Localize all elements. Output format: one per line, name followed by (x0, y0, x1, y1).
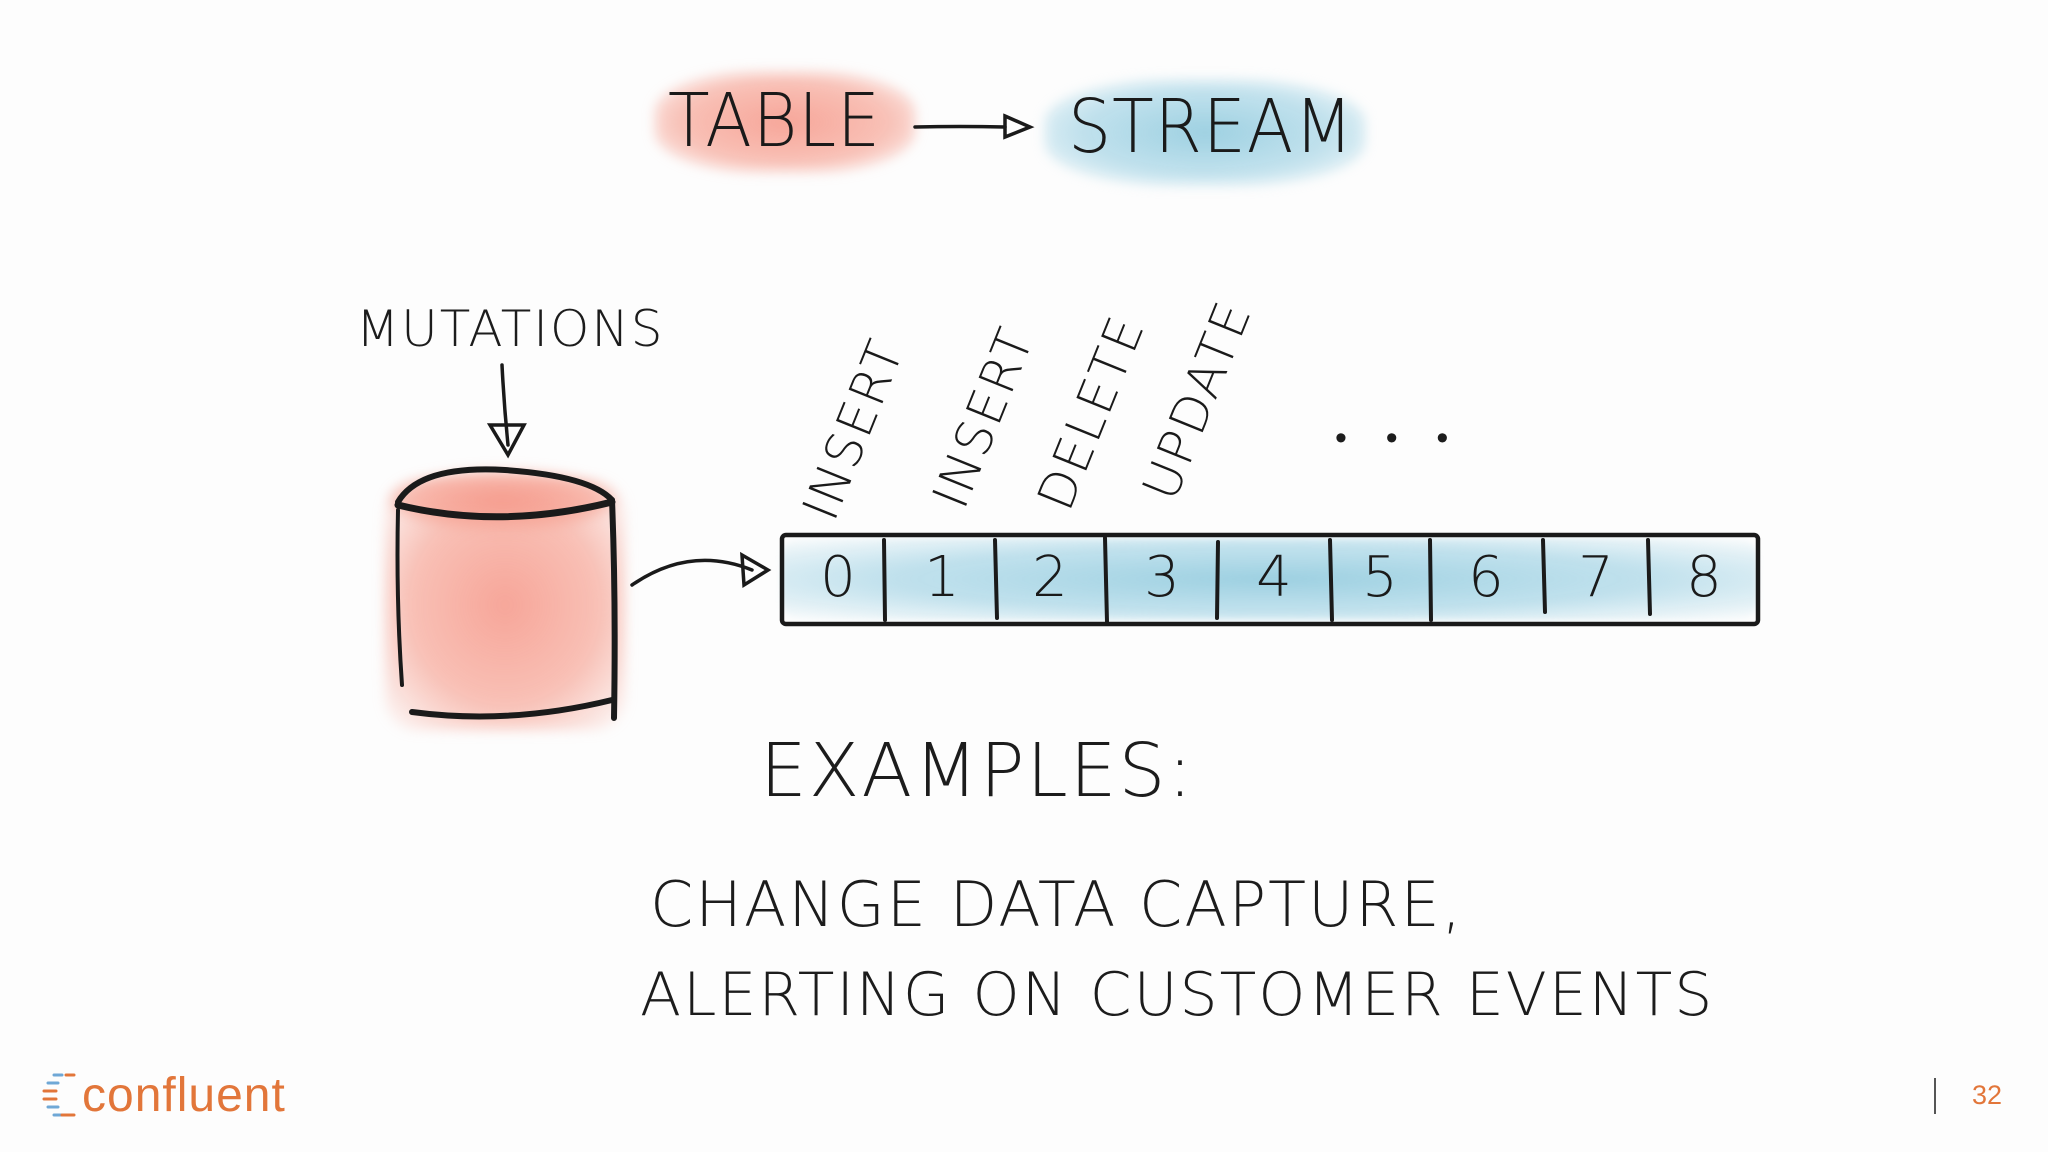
log-cell-5: 5 (1362, 545, 1398, 610)
confluent-logo-icon (40, 1067, 80, 1123)
log-cell-3: 3 (1144, 545, 1180, 610)
title-arrow (913, 113, 1035, 140)
log-cell-2: 2 (1032, 545, 1068, 610)
examples-heading: EXAMPLES: (760, 728, 1195, 814)
log-cell-4: 4 (1256, 545, 1292, 610)
mutations-label: MUTATIONS (356, 300, 665, 358)
log-box (779, 532, 1761, 627)
stream-highlight (1045, 80, 1365, 185)
examples-line-2: ALERTING ON CUSTOMER EVENTS (640, 960, 1715, 1030)
cylinder-to-log-arrow (630, 551, 772, 589)
title-table: TABLE (668, 78, 882, 164)
confluent-logo: confluent (40, 1065, 286, 1125)
page-number: 32 (1972, 1080, 2003, 1110)
log-fill (782, 538, 1757, 620)
log-cell-6: 6 (1468, 545, 1504, 610)
log-cell-8: 8 (1686, 545, 1722, 610)
log-cell-1: 1 (924, 545, 960, 610)
log-cell-0: 0 (820, 545, 856, 610)
table-highlight (655, 72, 915, 172)
cylinder-icon (394, 466, 618, 721)
more-ellipsis: • • • (1335, 418, 1463, 458)
mutations-arrow (486, 363, 527, 459)
title-stream: STREAM (1068, 84, 1354, 170)
page-number-divider (1934, 1078, 1936, 1114)
brand-name: confluent (82, 1068, 286, 1122)
log-cell-7: 7 (1578, 545, 1614, 610)
examples-line-1: CHANGE DATA CAPTURE, (650, 868, 1464, 941)
